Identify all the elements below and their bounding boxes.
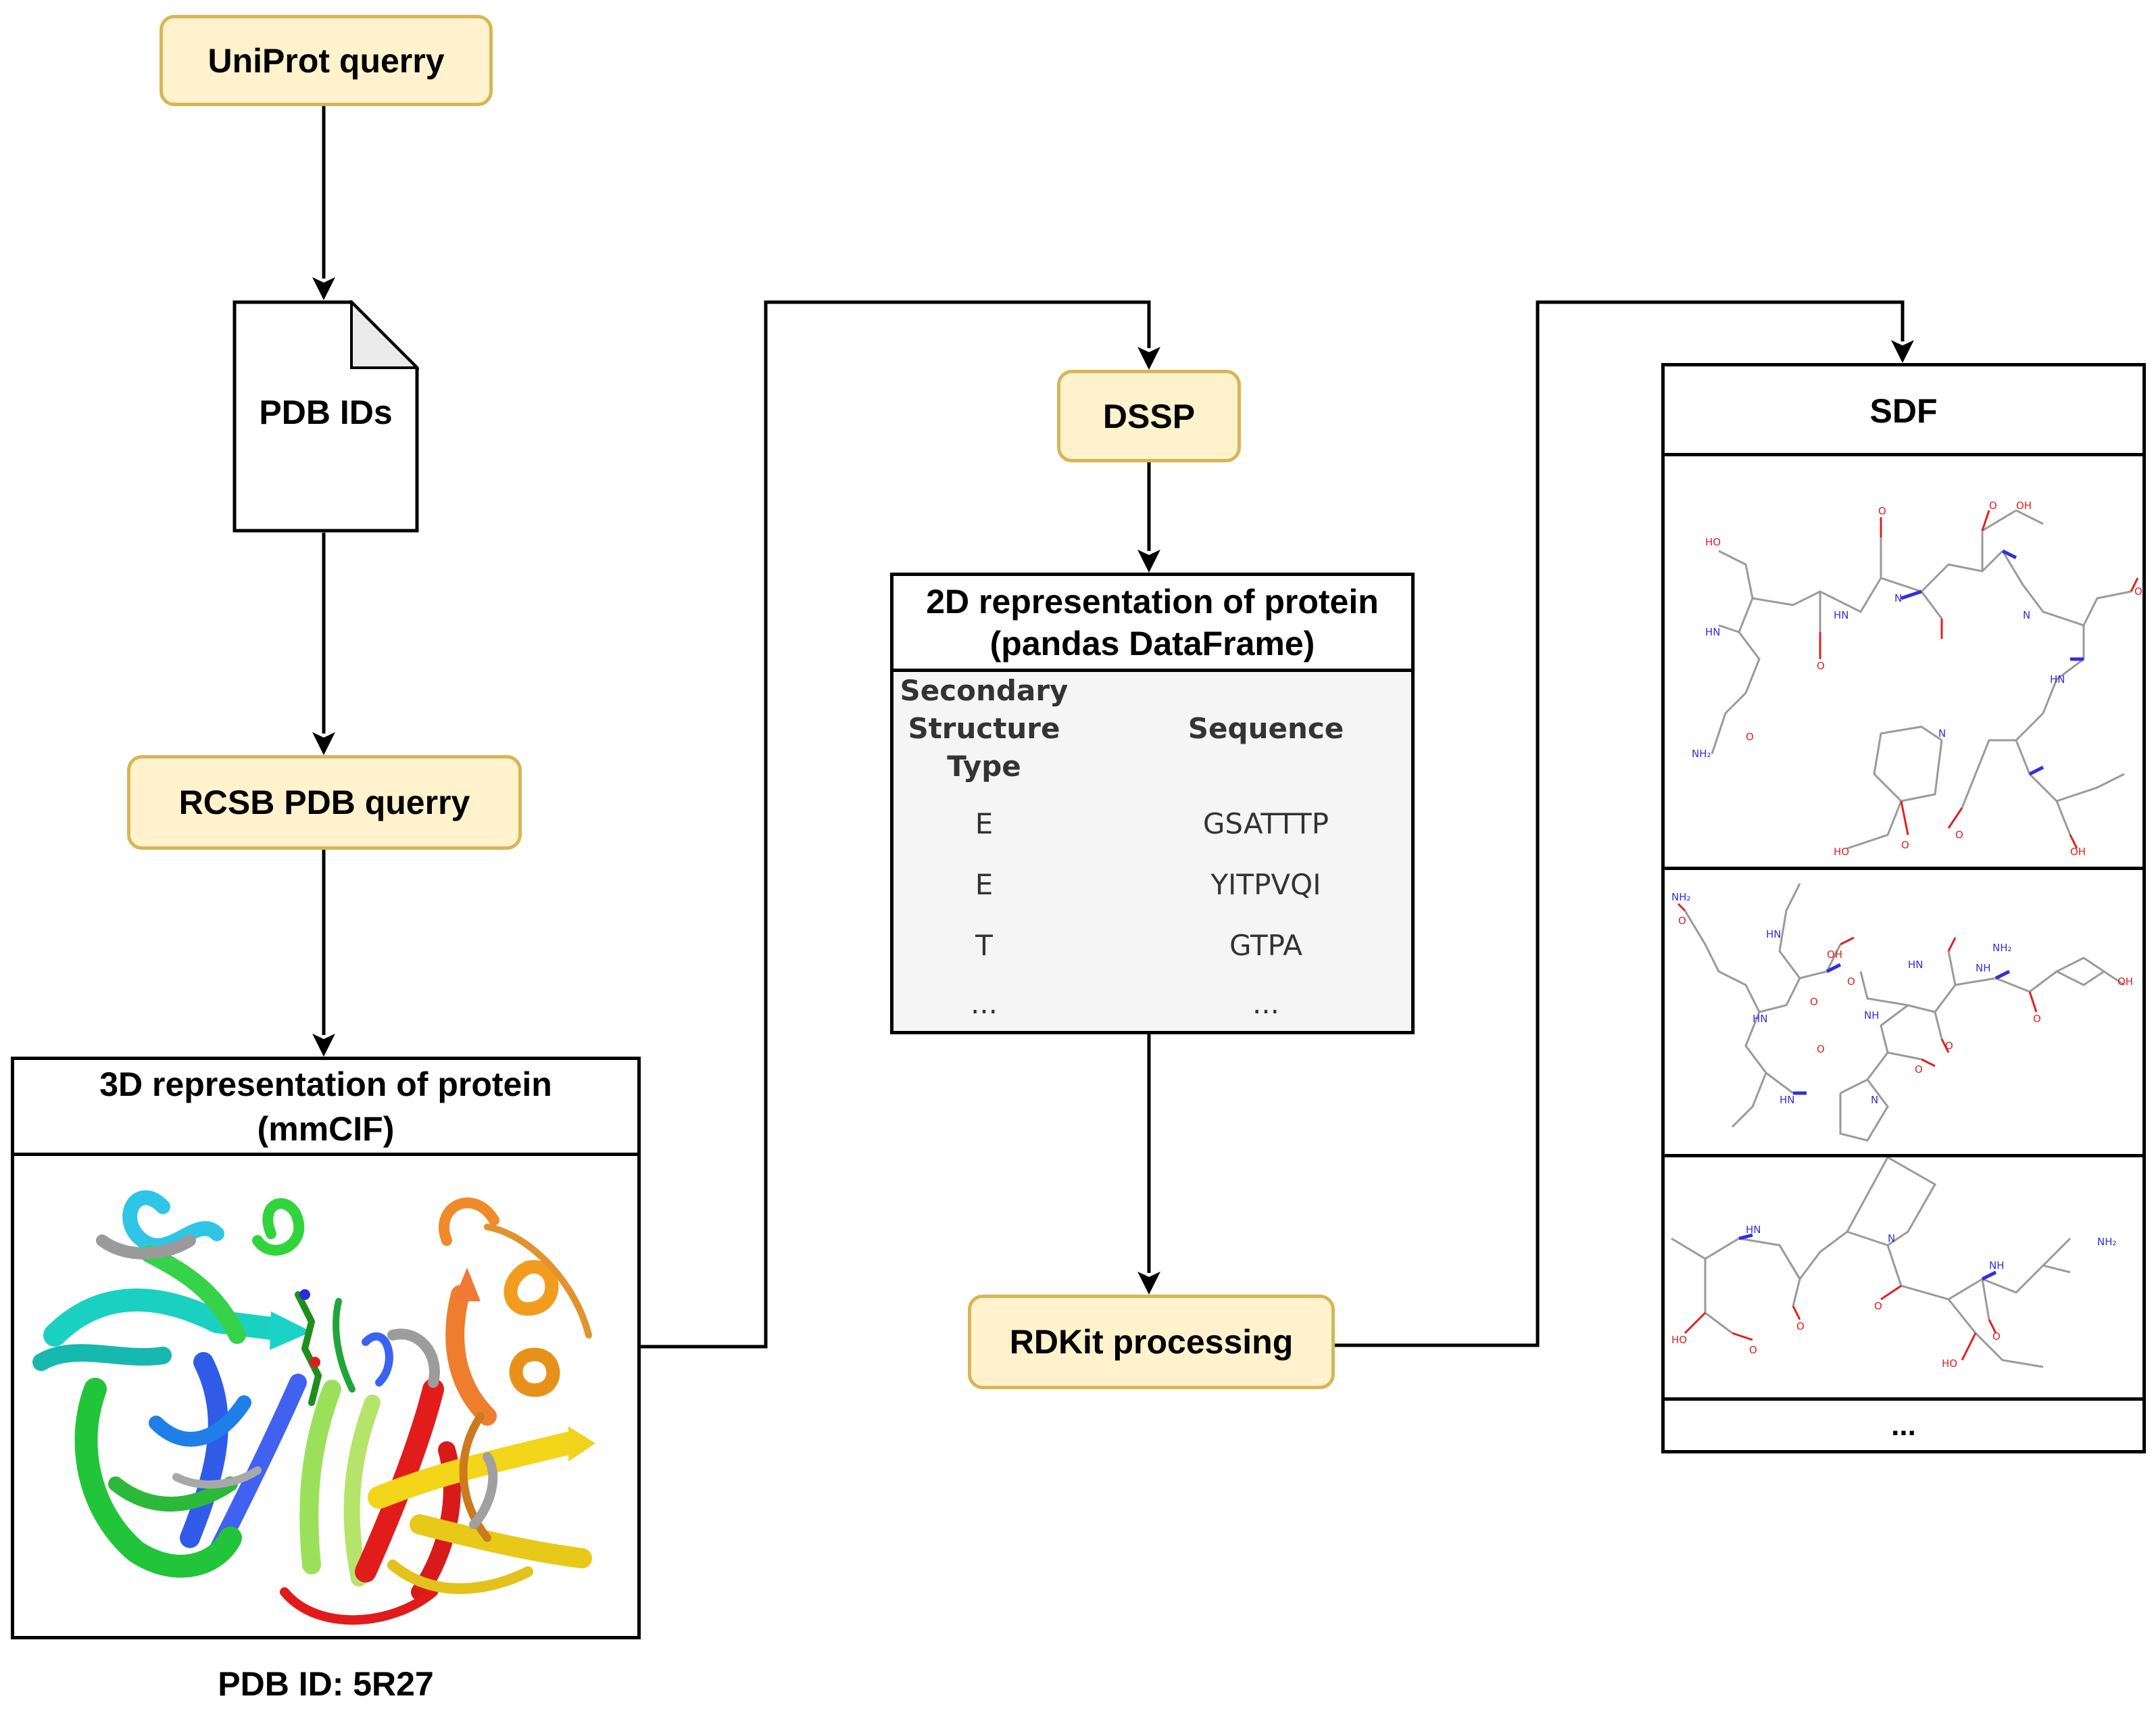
rdkit-label: RDKit processing xyxy=(1009,1323,1294,1361)
pdb-ids-label: PDB IDs xyxy=(259,393,393,431)
rcsb-query-node: RCSB PDB querry xyxy=(127,755,522,850)
svg-text:O: O xyxy=(1817,1043,1825,1055)
svg-text:O: O xyxy=(1989,500,1997,512)
arrowhead-2 xyxy=(312,732,335,755)
svg-text:NH: NH xyxy=(1989,1259,2005,1272)
svg-text:OH: OH xyxy=(2070,846,2086,858)
sdf-molecule-1: OH HO HN HN N N HN O O O O NH₂ HO O OH N xyxy=(1665,453,2142,867)
sdf-ellipsis: ... xyxy=(1891,1408,1916,1442)
pdb-id-caption: PDB ID: 5R27 xyxy=(218,1665,434,1703)
svg-text:HN: HN xyxy=(2050,673,2065,685)
svg-text:N: N xyxy=(1938,727,1946,740)
svg-text:N: N xyxy=(2023,609,2030,621)
svg-text:NH: NH xyxy=(1864,1009,1880,1021)
svg-text:O: O xyxy=(1810,996,1818,1008)
svg-text:NH₂: NH₂ xyxy=(1992,942,2012,954)
sdf-molecule-2: NH₂ O HN HN OH O NH O NH₂ OH HN O HN O N… xyxy=(1665,867,2142,1154)
rdkit-node: RDKit processing xyxy=(968,1295,1335,1389)
document-icon xyxy=(232,300,419,533)
svg-text:NH: NH xyxy=(1976,962,1991,974)
svg-text:O: O xyxy=(2134,585,2142,598)
svg-text:OH: OH xyxy=(2117,975,2133,988)
arrowhead-1 xyxy=(312,277,335,300)
svg-text:O: O xyxy=(1749,1344,1757,1356)
uniprot-query-node: UniProt querry xyxy=(160,15,493,106)
svg-text:OH: OH xyxy=(1827,948,1842,961)
protein-ribbon-image xyxy=(32,1190,595,1625)
table-cell: GSATTTP xyxy=(1202,807,1329,840)
rcsb-query-label: RCSB PDB querry xyxy=(178,784,470,821)
table-cell: T xyxy=(975,929,993,962)
column-header-secondary-structure: Secondary Structure Type xyxy=(900,674,1069,783)
uniprot-query-label: UniProt querry xyxy=(207,41,445,80)
sdf-title: SDF xyxy=(1869,392,1938,430)
svg-text:O: O xyxy=(1746,731,1754,743)
table-cell: ... xyxy=(970,987,998,1020)
column-header-sequence: Sequence xyxy=(1187,712,1344,745)
svg-text:O: O xyxy=(1817,660,1825,672)
arrowhead-5 xyxy=(1137,550,1160,573)
sdf-more-row: ... xyxy=(1665,1397,2142,1450)
arrowhead-6 xyxy=(1137,1272,1160,1295)
svg-text:HN: HN xyxy=(1908,959,1924,971)
svg-text:HO: HO xyxy=(1705,536,1721,548)
arrowhead-4 xyxy=(1137,347,1160,370)
arrowhead-7 xyxy=(1891,340,1914,363)
svg-text:OH: OH xyxy=(2016,500,2032,512)
table-cell: E xyxy=(975,868,994,901)
structure-3d-title: 3D representation of protein (mmCIF) xyxy=(14,1060,637,1156)
dataframe-box: 2D representation of protein (pandas Dat… xyxy=(890,573,1415,1034)
table-cell: YITPVQI xyxy=(1210,868,1321,901)
svg-text:HN: HN xyxy=(1705,626,1721,638)
svg-text:O: O xyxy=(1901,839,1909,851)
dataframe-title: 2D representation of protein (pandas Dat… xyxy=(893,576,1411,672)
svg-text:O: O xyxy=(1992,1330,2001,1343)
svg-text:NH₂: NH₂ xyxy=(2097,1236,2117,1248)
svg-text:O: O xyxy=(1878,505,1886,517)
svg-text:O: O xyxy=(1847,975,1855,988)
svg-text:N: N xyxy=(1894,592,1902,604)
svg-text:HO: HO xyxy=(1834,846,1849,858)
svg-text:HN: HN xyxy=(1766,928,1782,940)
arrow-rdkit-to-sdf xyxy=(1335,300,1905,1347)
svg-text:N: N xyxy=(1871,1094,1878,1106)
svg-text:HN: HN xyxy=(1780,1094,1795,1106)
svg-text:HN: HN xyxy=(1753,1013,1768,1025)
dssp-node: DSSP xyxy=(1057,370,1241,462)
svg-text:O: O xyxy=(1915,1063,1923,1076)
table-cell: E xyxy=(975,807,994,840)
dataframe-table: Secondary Structure Type Sequence E GSAT… xyxy=(893,672,1411,1031)
structure-3d-box: 3D representation of protein (mmCIF) xyxy=(11,1057,641,1639)
arrow-3d-to-dssp xyxy=(641,300,1151,1349)
svg-text:O: O xyxy=(1955,829,1963,841)
svg-text:HN: HN xyxy=(1746,1224,1761,1236)
svg-text:NH₂: NH₂ xyxy=(1692,748,1711,760)
svg-text:O: O xyxy=(1945,1040,1953,1052)
svg-text:NH₂: NH₂ xyxy=(1671,891,1691,903)
svg-text:N: N xyxy=(1888,1232,1895,1245)
table-cell: GTPA xyxy=(1229,929,1303,962)
dssp-label: DSSP xyxy=(1102,397,1196,435)
svg-text:O: O xyxy=(2033,1013,2041,1025)
svg-text:O: O xyxy=(1796,1320,1805,1332)
molecule-structure-image: HN N NH O HO O O O HO NH₂ xyxy=(1671,1157,2117,1370)
molecule-structure-image: OH HO HN HN N N HN O O O O NH₂ HO O OH N xyxy=(1692,500,2142,858)
svg-text:HO: HO xyxy=(1942,1357,1957,1370)
table-cell: ... xyxy=(1252,987,1280,1020)
svg-text:O: O xyxy=(1874,1300,1882,1312)
svg-text:O: O xyxy=(1678,915,1686,927)
sdf-molecule-3: HN N NH O HO O O O HO NH₂ xyxy=(1665,1154,2142,1397)
svg-text:HN: HN xyxy=(1834,609,1849,621)
sdf-box: SDF OH HO HN HN xyxy=(1661,363,2146,1453)
arrowhead-3 xyxy=(312,1034,335,1057)
svg-text:HO: HO xyxy=(1671,1334,1687,1346)
molecule-structure-image: NH₂ O HN HN OH O NH O NH₂ OH HN O HN O N… xyxy=(1671,883,2133,1142)
